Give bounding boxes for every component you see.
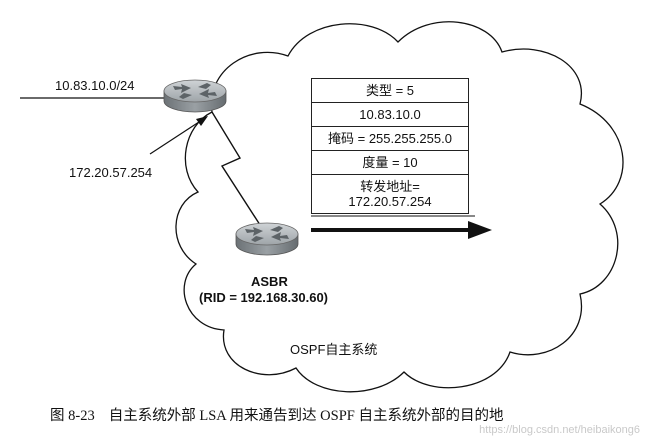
lsa-field-metric: 度量 = 10 [312,150,468,174]
gateway-label: 172.20.57.254 [69,165,153,180]
router-icon [163,79,227,113]
lsa-field-mask: 掩码 = 255.255.255.0 [312,126,468,150]
caption-text: 自主系统外部 LSA 用来通告到达 OSPF 自主系统外部的目的地 [108,408,504,424]
caption-number: 图 8-23 [50,408,95,424]
router-icon [235,222,299,256]
figure-caption: 图 8-23 自主系统外部 LSA 用来通告到达 OSPF 自主系统外部的目的地 [50,404,517,425]
gateway-callout-arrowhead [196,116,208,126]
lsa-field-forwarding-address: 转发地址= 172.20.57.254 [312,174,468,213]
asbr-rid: (RID = 192.168.30.60) [199,290,328,305]
lsa-field-network: 10.83.10.0 [312,102,468,126]
network-label: 10.83.10.0/24 [55,78,135,93]
flood-arrow-head [468,221,492,239]
lsa-field-type: 类型 = 5 [365,83,415,98]
lsa-box: 类型 = 5 10.83.10.0 掩码 = 255.255.255.0 度量 … [311,78,469,214]
watermark: https://blog.csdn.net/heibaikong6 [479,424,640,436]
asbr-name: ASBR [251,274,288,289]
cloud-label: OSPF自主系统 [290,342,378,357]
serial-link [211,111,263,229]
gateway-callout-line [149,119,203,155]
